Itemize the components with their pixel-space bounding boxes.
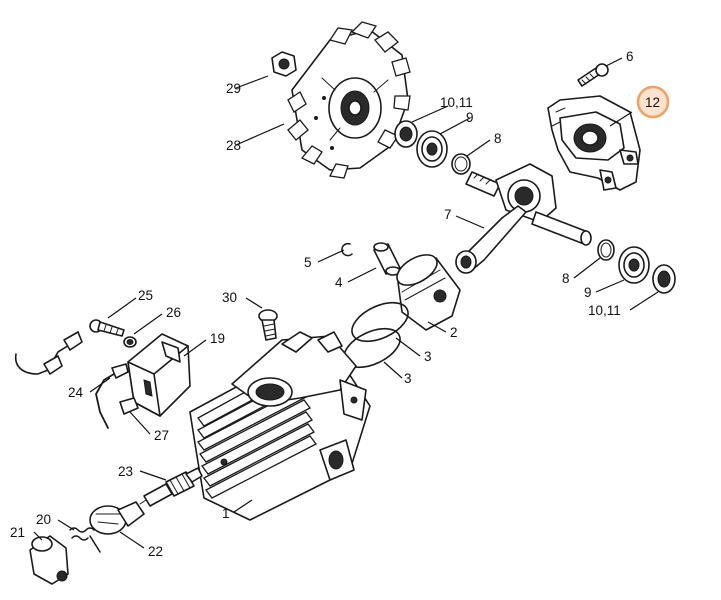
label-3-upper[interactable]: 3 xyxy=(424,349,432,364)
label-8-right[interactable]: 8 xyxy=(562,271,570,286)
part-labels: 29 28 10,11 9 8 6 12 7 5 4 2 3 3 8 9 10,… xyxy=(10,49,660,559)
label-10-11-left[interactable]: 10,11 xyxy=(440,95,473,110)
screw-part[interactable] xyxy=(577,63,609,87)
spark-plug-part[interactable] xyxy=(139,467,203,507)
label-30[interactable]: 30 xyxy=(222,290,237,305)
leader-lines xyxy=(33,57,659,549)
label-8-left[interactable]: 8 xyxy=(494,131,502,146)
label-22[interactable]: 22 xyxy=(148,544,163,559)
label-28[interactable]: 28 xyxy=(226,138,241,153)
label-19[interactable]: 19 xyxy=(210,331,225,346)
label-9-left[interactable]: 9 xyxy=(466,110,474,125)
module-screw-part[interactable] xyxy=(89,319,125,337)
oil-seal-right-part[interactable] xyxy=(652,264,676,294)
label-26[interactable]: 26 xyxy=(166,305,181,320)
label-3-lower[interactable]: 3 xyxy=(404,371,412,386)
piston-part[interactable] xyxy=(392,249,461,331)
label-10-11-right[interactable]: 10,11 xyxy=(588,303,621,318)
label-20[interactable]: 20 xyxy=(36,512,51,527)
label-2[interactable]: 2 xyxy=(450,325,458,340)
piston-ring-upper-part[interactable] xyxy=(346,295,414,349)
label-1[interactable]: 1 xyxy=(222,506,230,521)
leg-spring-part[interactable] xyxy=(69,527,101,553)
cylinder-screw-part[interactable] xyxy=(258,309,278,341)
piston-pin-part[interactable] xyxy=(373,242,401,276)
label-27[interactable]: 27 xyxy=(154,428,169,443)
spark-plug-boot-part[interactable] xyxy=(89,501,145,535)
crankshaft-part[interactable] xyxy=(455,163,592,274)
label-9-right[interactable]: 9 xyxy=(584,285,592,300)
ignition-lead-cap-part[interactable] xyxy=(29,535,69,585)
label-6[interactable]: 6 xyxy=(626,49,634,64)
label-25[interactable]: 25 xyxy=(138,288,153,303)
ball-bearing-left-part[interactable] xyxy=(416,130,448,168)
module-spacer-part[interactable] xyxy=(123,336,137,348)
highlight-marker-12 xyxy=(636,85,670,119)
ground-wire-part[interactable] xyxy=(14,331,83,375)
flywheel-part[interactable] xyxy=(287,21,411,179)
ignition-module-part[interactable] xyxy=(127,333,191,417)
label-29[interactable]: 29 xyxy=(226,81,241,96)
label-4[interactable]: 4 xyxy=(335,275,343,290)
label-5[interactable]: 5 xyxy=(304,255,312,270)
cylinder-part[interactable] xyxy=(189,331,371,521)
label-12[interactable]: 12 xyxy=(645,95,660,110)
label-24[interactable]: 24 xyxy=(68,385,84,400)
crankcase-part[interactable] xyxy=(547,95,641,191)
oil-seal-left-part[interactable] xyxy=(394,120,418,148)
circlip-right-part[interactable] xyxy=(597,239,615,261)
flywheel-nut-part[interactable] xyxy=(271,51,297,77)
label-21[interactable]: 21 xyxy=(10,525,25,540)
short-circuit-wire-part[interactable] xyxy=(95,363,139,429)
label-23[interactable]: 23 xyxy=(118,464,133,479)
ball-bearing-right-part[interactable] xyxy=(618,246,650,284)
circlip-left-part[interactable] xyxy=(451,153,471,175)
label-7[interactable]: 7 xyxy=(444,207,452,222)
